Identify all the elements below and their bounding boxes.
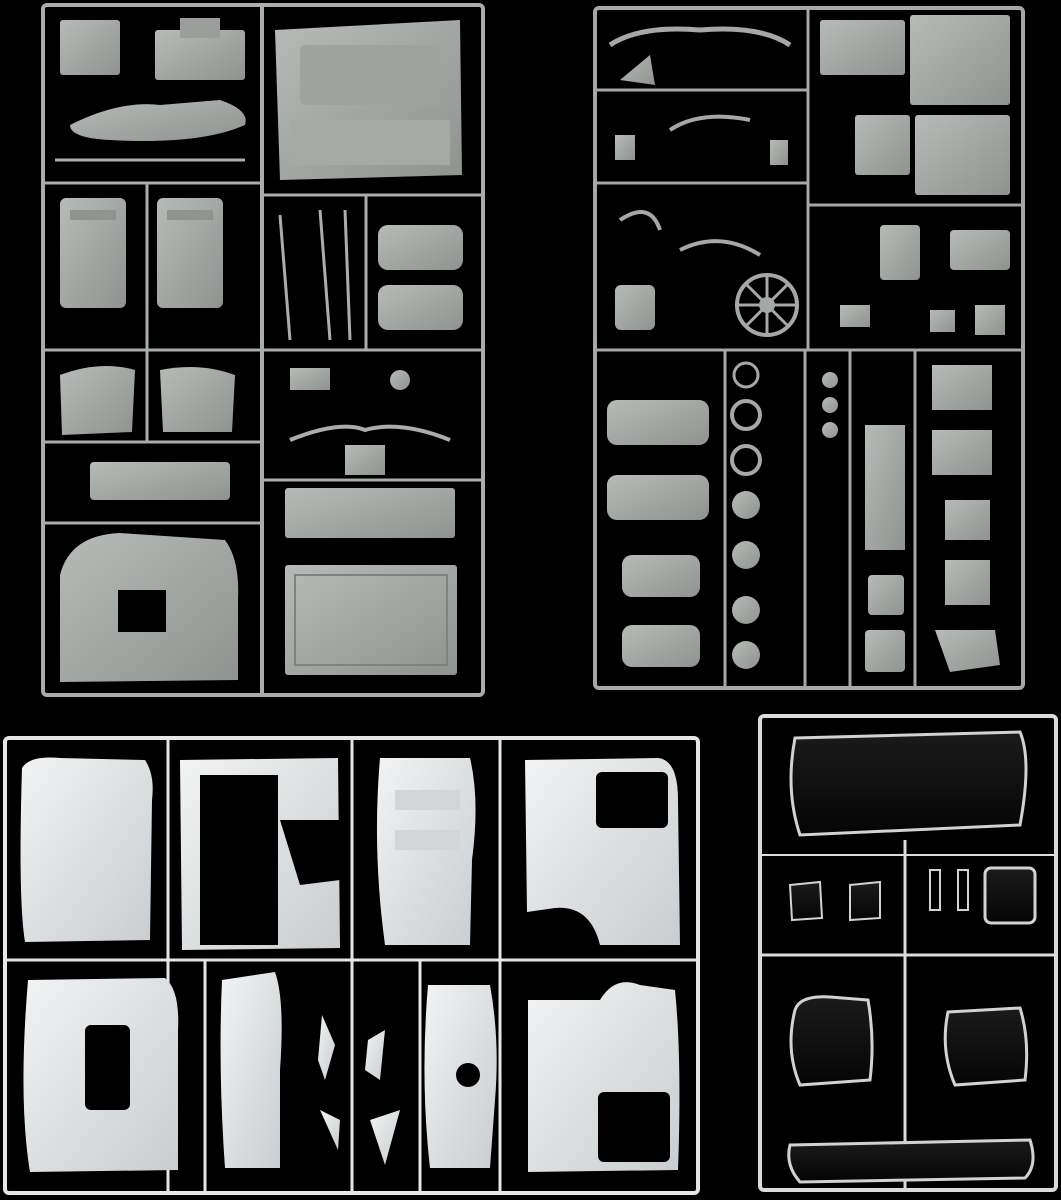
- gearbox-parts: [615, 225, 1010, 335]
- clear-sprue-windows: [758, 714, 1058, 1192]
- cab-rear-part: [23, 978, 179, 1172]
- windshield-part: [789, 730, 1028, 837]
- seat-parts: [378, 225, 463, 330]
- dashboard-part: [60, 18, 245, 80]
- battery-box-part: [285, 488, 455, 538]
- small-bracket-parts: [615, 55, 788, 165]
- radiator-fan-part: [735, 273, 799, 337]
- wheel-hub-parts: [730, 361, 762, 669]
- side-window-parts: [789, 995, 1029, 1087]
- axle-part: [90, 462, 230, 500]
- floor-panel-part: [70, 100, 246, 141]
- seat-back-parts: [60, 198, 223, 308]
- exhaust-pipe-part: [608, 26, 792, 48]
- door-right-part: [528, 982, 680, 1172]
- side-panel-part: [220, 972, 282, 1168]
- mirror-bracket-parts: [318, 1015, 400, 1165]
- cab-floor-part: [275, 20, 462, 180]
- bumper-part: [424, 985, 497, 1168]
- cab-roof-part: [20, 757, 153, 942]
- side-box-part: [285, 565, 457, 675]
- steering-parts: [289, 368, 451, 475]
- grey-sprue-cab-interior: [41, 3, 485, 697]
- engine-block-parts: [820, 15, 1010, 195]
- tool-box-parts: [932, 365, 1000, 672]
- door-left-part: [525, 758, 680, 945]
- white-sprue-cab-body: [3, 736, 700, 1195]
- grey-sprue-chassis-engine: [593, 6, 1025, 690]
- front-grille-part: [376, 758, 476, 945]
- fuel-tank-parts: [607, 400, 709, 667]
- small-lens-parts: [788, 866, 1037, 925]
- hose-parts: [618, 210, 762, 257]
- cab-front-frame-part: [180, 758, 340, 950]
- chassis-detail-parts: [822, 372, 905, 672]
- cab-rear-wall-part: [60, 533, 239, 682]
- door-panel-parts: [60, 366, 235, 435]
- light-bar-part: [787, 1138, 1035, 1184]
- frame-rail-parts: [278, 209, 352, 341]
